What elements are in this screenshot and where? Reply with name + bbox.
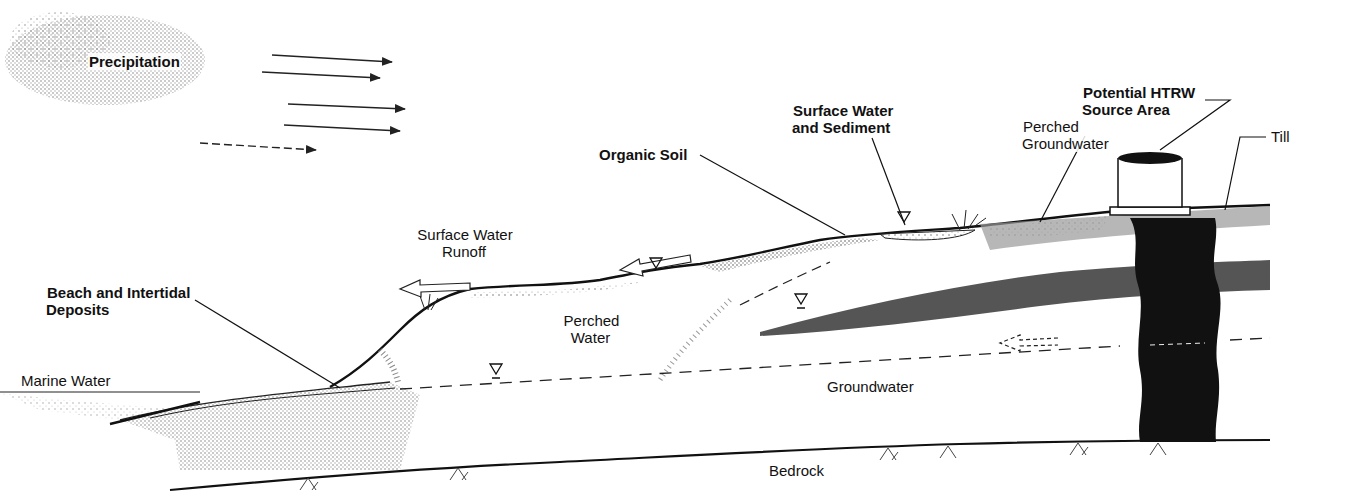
label-text: Organic Soil xyxy=(598,146,688,163)
bluff-stipple xyxy=(380,350,398,382)
groundwater-arrow xyxy=(1000,335,1058,351)
tank-body xyxy=(1118,158,1182,207)
runoff-arrow xyxy=(620,255,691,276)
ground-surface xyxy=(110,205,1270,424)
pond xyxy=(880,230,975,240)
label: Marine Water xyxy=(20,372,111,389)
label: Groundwater xyxy=(826,378,915,395)
beach-layer xyxy=(150,388,395,418)
precipitation-arrows xyxy=(200,55,405,150)
label: Organic Soil xyxy=(598,146,688,163)
label-text: Marine Water xyxy=(20,372,111,389)
label-text: Till xyxy=(1270,128,1291,145)
plume-water-table xyxy=(1150,343,1205,345)
perched-stipple xyxy=(660,300,730,380)
label-text: Perched Groundwater xyxy=(1022,118,1110,152)
contaminant-plume xyxy=(1130,218,1221,442)
label-text: Beach and Intertidal Deposits xyxy=(46,284,190,318)
label-text: Surface Water and Sediment xyxy=(792,102,893,136)
beach-deposits xyxy=(120,382,420,470)
label: Surface Water and Sediment xyxy=(792,102,910,136)
label-text: Surface Water Runoff xyxy=(416,226,512,260)
grass xyxy=(420,210,986,310)
label-text: Potential HTRW Source Area xyxy=(1082,84,1195,118)
soil-cover xyxy=(470,282,640,298)
bedrock-surface xyxy=(170,440,1270,490)
label-text: Precipitation xyxy=(88,53,181,70)
label: Perched Groundwater xyxy=(1022,118,1117,152)
label-text: Perched Water xyxy=(563,312,620,346)
label: Surface Water Runoff xyxy=(412,226,517,260)
label: Potential HTRW Source Area xyxy=(1082,84,1207,118)
water-level-symbols xyxy=(490,212,910,378)
label-text: Groundwater xyxy=(826,378,915,395)
label: Precipitation xyxy=(88,53,181,70)
organic-soil xyxy=(700,238,880,272)
label: Perched Water xyxy=(556,312,626,346)
label: Till xyxy=(1270,128,1291,145)
marine-water-line xyxy=(0,391,200,392)
perched-boundary xyxy=(740,262,830,305)
till-upper xyxy=(980,206,1270,250)
leader-lines xyxy=(195,100,1266,388)
tank-base xyxy=(1110,207,1190,215)
runoff-arrow xyxy=(400,280,470,297)
bedrock-marks xyxy=(300,443,1166,490)
label: Beach and Intertidal Deposits xyxy=(46,284,196,318)
label-text: Bedrock xyxy=(768,462,825,479)
tank-top xyxy=(1118,152,1182,164)
label: Bedrock xyxy=(768,462,825,479)
